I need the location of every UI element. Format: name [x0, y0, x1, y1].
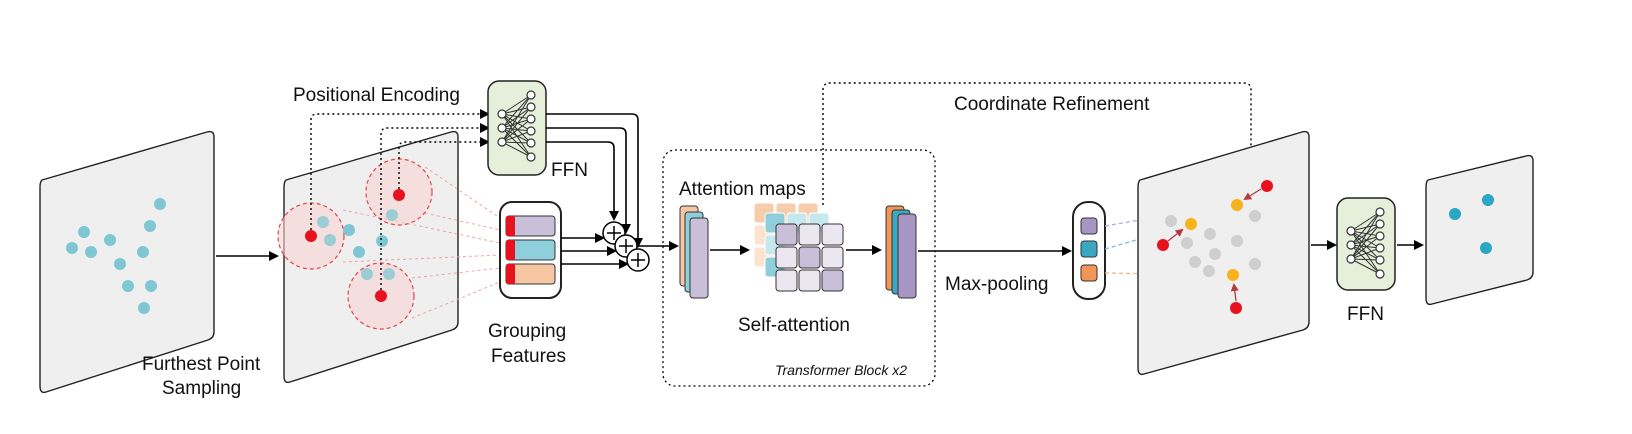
input-point-cloud	[39, 130, 215, 394]
ffn-right	[1336, 197, 1396, 291]
ffn-to-plus-paths	[546, 113, 643, 248]
refinement-grey-points	[1165, 210, 1261, 277]
refinement-orange-points	[1185, 199, 1243, 281]
self-attention-label: Self-attention	[738, 315, 850, 336]
positional-encoding-paths	[310, 109, 490, 290]
transformer-input-features	[679, 205, 709, 299]
coordinate-refinement-label: Coordinate Refinement	[954, 94, 1150, 115]
ffn-top	[487, 80, 547, 176]
refinement-point-cloud	[1137, 130, 1310, 376]
attention-maps-label: Attention maps	[679, 179, 806, 200]
positional-encoding-label: Positional Encoding	[293, 85, 460, 106]
transformer-output-features	[885, 205, 917, 299]
fps-label-line1: Furthest Point	[142, 354, 261, 375]
refinement-red-arrows	[1167, 188, 1262, 302]
max-pooling-label: Max-pooling	[945, 274, 1049, 295]
plus-nodes	[602, 221, 650, 272]
pooled-features	[1072, 201, 1106, 300]
input-points	[66, 198, 166, 314]
grouping-features	[499, 201, 562, 299]
group-to-plus-arrows	[561, 233, 629, 269]
grouping-label-line2: Features	[491, 346, 566, 367]
ffn-top-label: FFN	[551, 160, 588, 181]
grouping-label-line1: Grouping	[488, 321, 566, 342]
attention-maps	[753, 202, 844, 292]
sampled-points	[305, 189, 405, 302]
sphere-to-group-lines	[342, 166, 501, 319]
output-point-cloud	[1425, 154, 1534, 306]
fps-label-line2: Sampling	[162, 378, 241, 399]
refinement-red-points	[1157, 180, 1273, 314]
transformer-block-label: Transformer Block x2	[775, 362, 907, 378]
ffn-right-label: FFN	[1347, 304, 1384, 325]
sampled-point-cloud	[277, 130, 501, 384]
transformer-block	[662, 149, 936, 387]
